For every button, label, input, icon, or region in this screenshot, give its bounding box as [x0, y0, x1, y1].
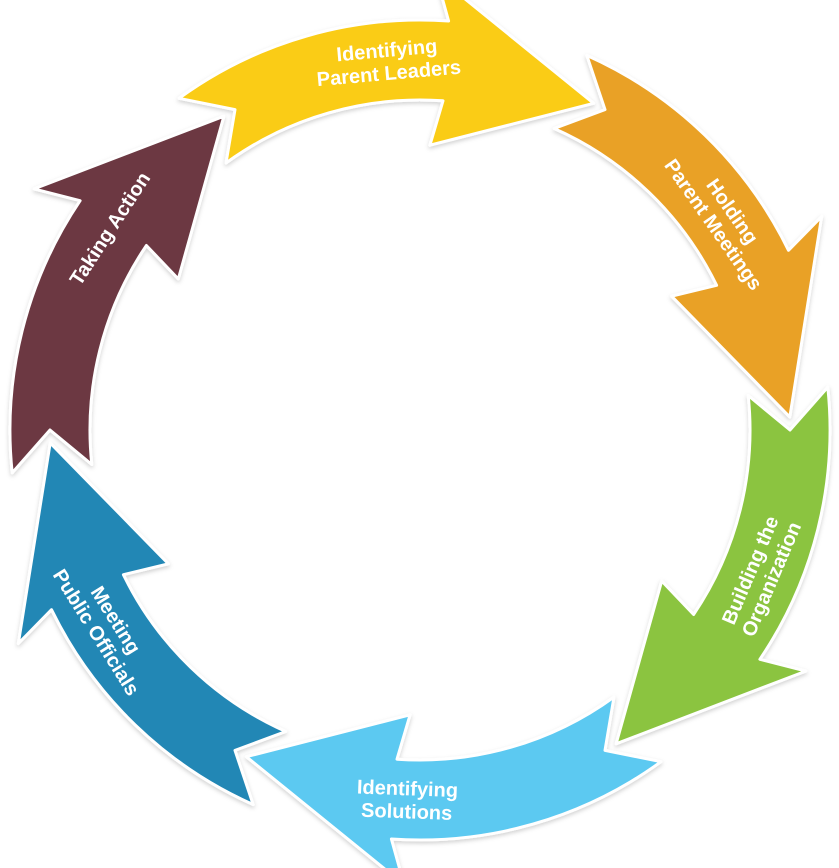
meeting-public-officials-arrow	[16, 441, 288, 807]
building-the-organization-arrow	[614, 385, 832, 746]
identifying-parent-leaders-arrow	[177, 0, 596, 165]
identifying-solutions-label-line: Solutions	[361, 800, 453, 825]
taking-action-arrow	[8, 114, 226, 475]
identifying-solutions-label-line: Identifying	[357, 777, 459, 803]
holding-parent-meetings-arrow	[552, 53, 824, 419]
identifying-solutions-arrow	[244, 695, 663, 868]
identifying-solutions-label: IdentifyingSolutions	[356, 777, 459, 826]
identifying-parent-leaders-label: IdentifyingParent Leaders	[314, 34, 462, 91]
